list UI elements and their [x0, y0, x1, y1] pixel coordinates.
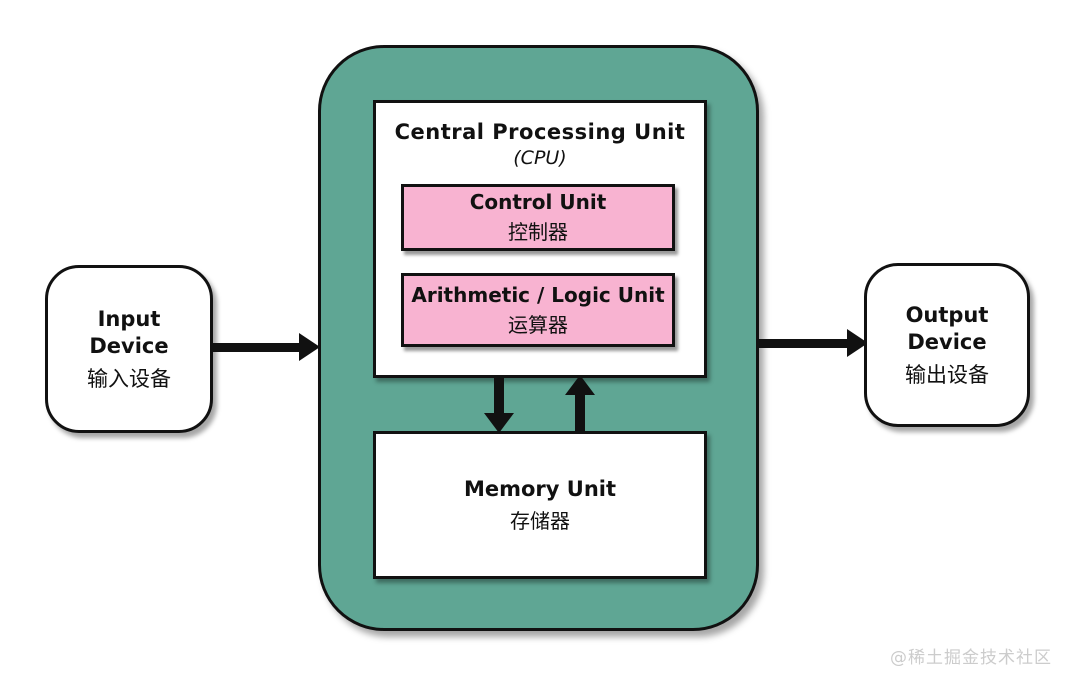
- memory-unit-label-zh: 存储器: [510, 508, 570, 533]
- cpu-subtitle: (CPU): [513, 147, 567, 169]
- arithmetic-logic-unit-box: Arithmetic / Logic Unit 运算器: [401, 273, 675, 347]
- control-unit-label-zh: 控制器: [508, 220, 568, 244]
- arrow-shaft: [757, 339, 848, 348]
- arrow-input-to-cpu-icon: [211, 333, 320, 361]
- control-unit-label-en: Control Unit: [469, 190, 607, 214]
- cpu-box: Central Processing Unit (CPU) Control Un…: [373, 100, 707, 378]
- arrow-head-right-icon: [299, 333, 320, 361]
- control-unit-box: Control Unit 控制器: [401, 184, 675, 251]
- cpu-title: Central Processing Unit: [394, 120, 686, 144]
- output-device-box: Output Device 输出设备: [864, 263, 1030, 427]
- arrow-shaft: [211, 343, 300, 352]
- output-device-label-zh: 输出设备: [905, 362, 989, 387]
- watermark: @稀土掘金技术社区: [890, 648, 1052, 668]
- input-device-label-line2: Device: [89, 333, 169, 358]
- input-device-label-zh: 输入设备: [87, 366, 171, 391]
- alu-label-zh: 运算器: [508, 312, 568, 337]
- arrow-cpu-to-memory-icon: [484, 375, 514, 433]
- arrow-head-up-icon: [565, 375, 595, 395]
- arrow-head-right-icon: [847, 329, 868, 357]
- input-device-label-line1: Input: [97, 306, 161, 331]
- memory-unit-label-en: Memory Unit: [463, 476, 617, 501]
- input-device-box: Input Device 输入设备: [45, 265, 213, 433]
- arrow-head-down-icon: [484, 413, 514, 433]
- arrow-cpu-to-output-icon: [757, 329, 868, 357]
- output-device-label-line2: Device: [907, 329, 987, 354]
- arrow-shaft: [494, 375, 504, 414]
- output-device-label-line1: Output: [905, 302, 989, 327]
- arrow-memory-to-cpu-icon: [565, 375, 595, 433]
- memory-unit-box: Memory Unit 存储器: [373, 431, 707, 579]
- alu-label-en: Arithmetic / Logic Unit: [411, 282, 665, 307]
- arrow-shaft: [575, 394, 585, 433]
